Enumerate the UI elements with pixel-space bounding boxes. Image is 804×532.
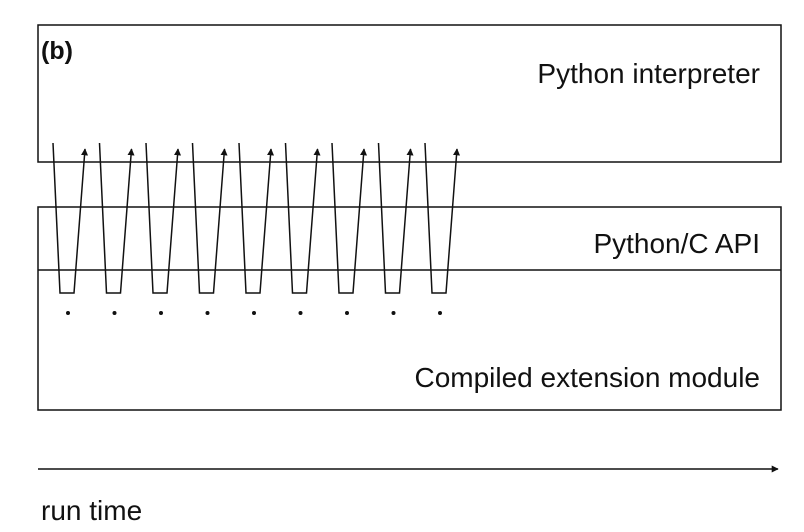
python-c-api-label: Python/C API [593,228,760,259]
compute-dot [438,311,442,315]
call-trace [145,142,182,294]
call-trace [52,142,89,294]
compute-dot [159,311,163,315]
extension-box [37,206,782,411]
call-traces [52,142,461,315]
compute-dot [345,311,349,315]
compute-dot [66,311,70,315]
compute-dot [112,311,117,315]
compute-dot [391,311,396,315]
call-trace [377,142,414,294]
call-trace [191,142,228,294]
compiled-extension-module-label: Compiled extension module [414,362,760,393]
panel-label: (b) [41,37,73,65]
call-trace [331,142,368,294]
compute-dot [298,311,303,315]
compute-dot [252,311,256,315]
compute-dot [205,311,210,315]
call-trace [98,142,135,294]
interpreter-box [37,24,782,163]
call-trace [424,142,461,294]
run-time-label: run time [41,495,143,526]
call-trace [284,142,321,294]
call-trace [238,142,275,294]
python-interpreter-label: Python interpreter [537,58,760,89]
